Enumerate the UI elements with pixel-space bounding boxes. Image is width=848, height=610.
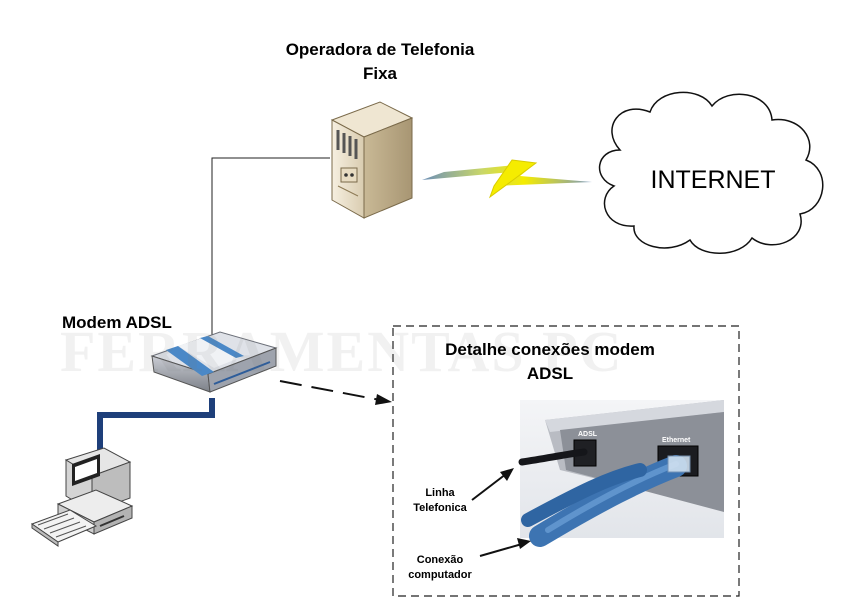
- detail-title-line1: Detalhe conexões modem: [445, 340, 655, 359]
- phone-line: [211, 157, 330, 336]
- callout-arrow-phone-line: [471, 468, 514, 501]
- operator-title-line2: Fixa: [362, 64, 398, 83]
- callout-arrow-computer: [479, 538, 531, 557]
- modem-icon: [150, 331, 278, 393]
- detail-box: [392, 325, 740, 597]
- server-tower-icon: [330, 101, 414, 219]
- operator-title-line1: Operadora de Telefonia: [285, 40, 475, 59]
- cloud-icon: [598, 91, 824, 254]
- port-label-ethernet: Ethernet: [662, 437, 691, 444]
- label-computer-connection-2: computador: [408, 569, 472, 581]
- ethernet-cable: [97, 398, 215, 462]
- lightning-bolt-icon: [422, 159, 592, 199]
- modem-ports-photo: ADSL Ethernet: [518, 400, 724, 547]
- desktop-computer-icon: [30, 447, 134, 547]
- label-phone-line-1: Linha: [425, 487, 455, 499]
- detail-title: Detalhe conexões modem ADSL: [410, 338, 690, 386]
- label-computer-connection: Conexão computador: [398, 553, 482, 583]
- label-computer-connection-1: Conexão: [416, 554, 464, 566]
- port-label-adsl: ADSL: [578, 431, 598, 438]
- detail-arrow: [279, 380, 392, 405]
- operator-title: Operadora de Telefonia Fixa: [230, 38, 530, 86]
- cloud-label: INTERNET: [650, 166, 776, 194]
- label-phone-line: Linha Telefonica: [398, 486, 482, 516]
- modem-label: Modem ADSL: [62, 313, 172, 332]
- detail-title-line2: ADSL: [526, 364, 574, 383]
- label-phone-line-2: Telefonica: [413, 502, 467, 514]
